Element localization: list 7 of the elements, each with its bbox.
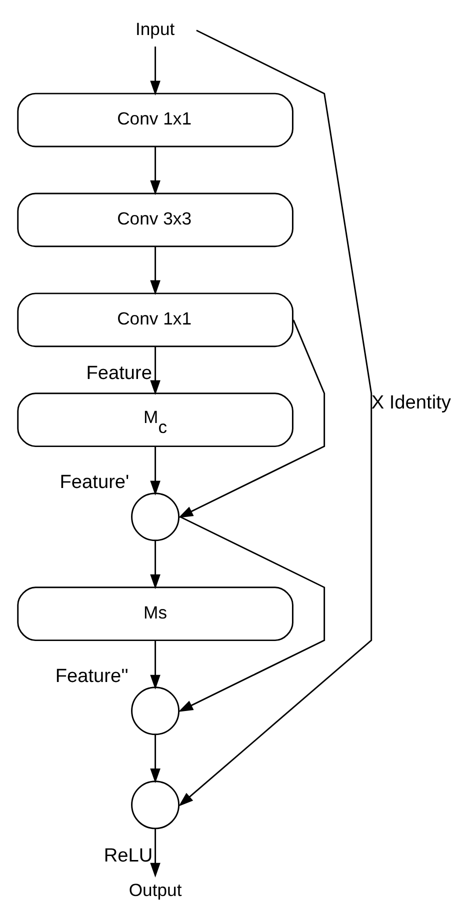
- edge-label: Feature: [86, 363, 152, 384]
- node-text: Output: [128, 880, 182, 900]
- node-text: Input: [135, 18, 175, 39]
- node-label: Feature'': [55, 666, 128, 688]
- node-label: Feature': [60, 472, 130, 494]
- edge-label: X Identity: [371, 392, 451, 414]
- edge-label: ReLU: [104, 845, 153, 866]
